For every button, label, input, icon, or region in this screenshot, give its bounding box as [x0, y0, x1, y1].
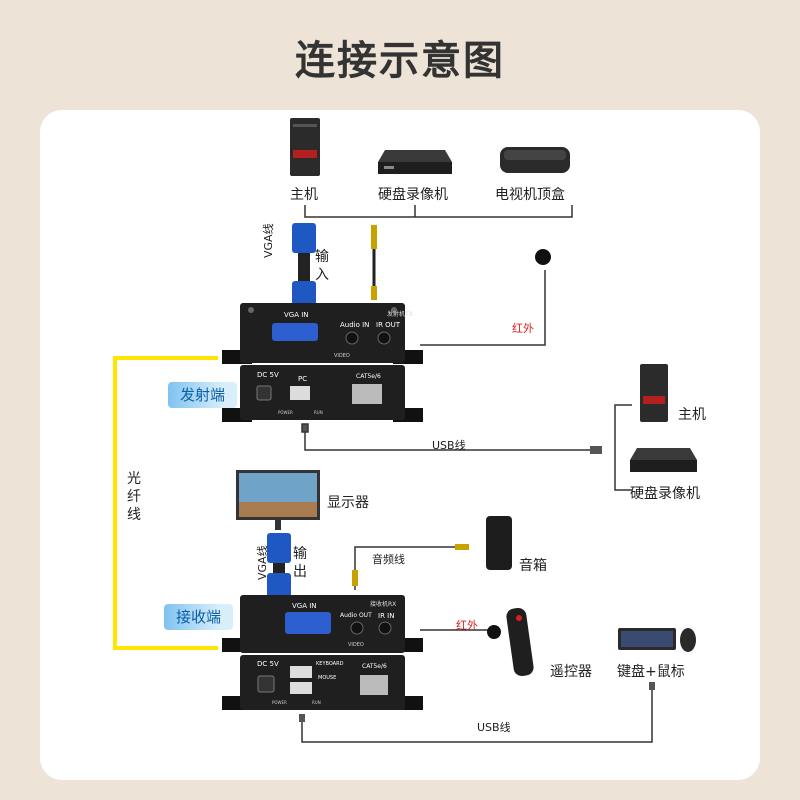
rx-ir-in-label: IR IN — [378, 612, 395, 620]
fiber-cable — [113, 356, 218, 650]
ir-cable-top — [420, 249, 551, 346]
audio-line-label: 音频线 — [372, 553, 405, 566]
dvr-icon-top — [378, 150, 452, 174]
audio-cable-bottom — [352, 544, 469, 590]
receiver-top-body — [222, 595, 423, 653]
dvr-label-top: 硬盘录像机 — [378, 187, 448, 203]
ir-label-bottom: 红外 — [456, 619, 478, 632]
dvr-label-right: 硬盘录像机 — [630, 486, 700, 502]
receiver-badge: 接收端 — [164, 604, 234, 630]
monitor-icon — [236, 470, 320, 530]
top-devices-bracket — [304, 205, 573, 218]
rx-dc-label: DC 5V — [257, 660, 279, 668]
tx-vga-in-label: VGA IN — [284, 311, 309, 319]
vga-cable-top — [292, 223, 316, 305]
speaker-label: 音箱 — [519, 558, 547, 574]
ir-cable-bottom — [420, 625, 501, 639]
usb-cable-bottom — [299, 682, 655, 743]
kbm-label: 键盘+鼠标 — [617, 664, 685, 680]
rx-cat-label: CAT5e/6 — [362, 663, 387, 670]
pc-tower-icon-right — [640, 364, 668, 422]
audio-plug-top — [371, 225, 377, 300]
remote-label: 遥控器 — [550, 664, 592, 680]
speaker-icon — [486, 516, 512, 570]
tx-pc-label: PC — [298, 375, 308, 383]
tx-power-label: POWER — [278, 410, 293, 415]
receiver-bottom-body — [222, 655, 423, 710]
output-label: 输出 — [293, 546, 307, 580]
transmitter-top-body — [222, 303, 423, 364]
vga-cable-label-bottom: VGA线 — [256, 545, 269, 580]
usb-label-bottom: USB线 — [477, 721, 511, 734]
transmitter-badge: 发射端 — [168, 382, 238, 408]
receiver-model: 接收机RX — [370, 601, 397, 608]
tx-ir-out-label: IR OUT — [376, 321, 401, 329]
rx-audio-out-label: Audio OUT — [340, 612, 372, 619]
rx-mouse-label: MOUSE — [318, 675, 337, 681]
input-label: 输入 — [315, 249, 329, 283]
dvr-icon-right — [630, 448, 697, 472]
tx-video-label: VIDEO — [334, 353, 350, 359]
tv-box-icon — [500, 147, 570, 173]
vga-cable-bottom — [267, 533, 291, 597]
host-label-top: 主机 — [290, 187, 318, 203]
pc-tower-icon-top — [290, 118, 320, 176]
tv-box-label: 电视机顶盒 — [495, 187, 565, 203]
rx-power-label: POWER — [272, 700, 287, 705]
host-label-right: 主机 — [678, 407, 706, 423]
right-devices-bracket — [614, 404, 632, 491]
monitor-label: 显示器 — [327, 495, 369, 511]
usb-label-top: USB线 — [432, 439, 466, 452]
ir-label-top: 红外 — [512, 322, 534, 335]
tx-cat-label: CAT5e/6 — [356, 373, 381, 380]
fiber-label: 光纤线 — [127, 471, 141, 523]
tx-dc-label: DC 5V — [257, 371, 279, 379]
tx-run-label: RUN — [314, 410, 323, 415]
transmitter-bottom-body — [222, 365, 423, 422]
rx-run-label: RUN — [312, 700, 321, 705]
rx-keyboard-label: KEYBOARD — [316, 661, 344, 667]
rx-video-label: VIDEO — [348, 642, 364, 648]
remote-control-icon — [506, 607, 534, 677]
tx-audio-in-label: Audio IN — [340, 321, 370, 329]
rx-vga-in-label: VGA IN — [292, 602, 317, 610]
usb-cable-top — [301, 423, 602, 454]
vga-cable-label-top: VGA线 — [262, 223, 275, 258]
keyboard-mouse-icon — [618, 628, 696, 652]
transmitter-model: 发射机TX — [387, 311, 413, 318]
page-title: 连接示意图 — [295, 38, 505, 84]
